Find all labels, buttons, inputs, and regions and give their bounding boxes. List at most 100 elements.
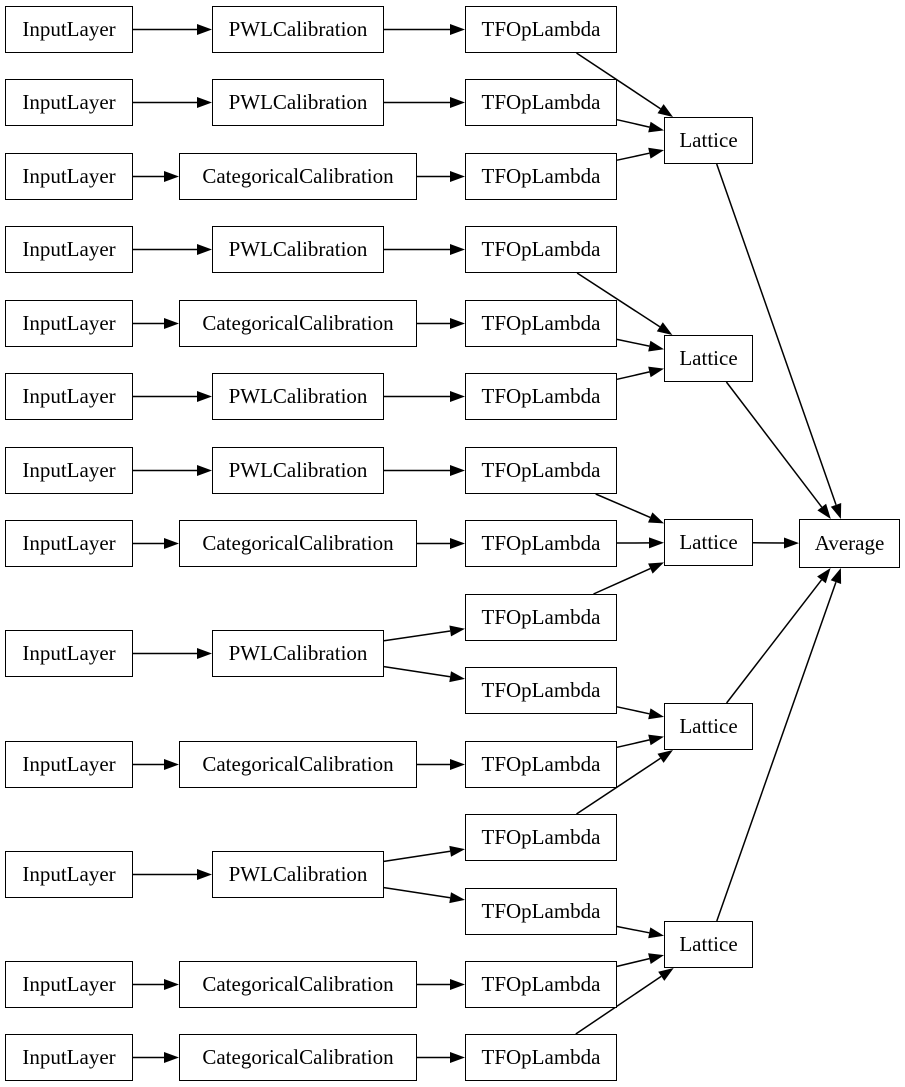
edge-arrowhead-pwl-calibration-r6-to-tf-op-lambda-6 (450, 391, 465, 402)
edge-arrowhead-input-layer-2-to-pwl-calibration-r2 (197, 97, 212, 108)
edge-arrowhead-tf-op-lambda-13-to-lattice-5 (648, 927, 664, 939)
edge-arrowhead-tf-op-lambda-5-to-lattice-2 (648, 340, 664, 352)
node-tf-op-lambda-7: TFOpLambda (465, 447, 617, 494)
node-categorical-calibration-r3: CategoricalCalibration (179, 153, 417, 200)
node-input-layer-2: InputLayer (5, 79, 133, 126)
edge-arrowhead-pwl-calibration-r2-to-tf-op-lambda-2 (450, 97, 465, 108)
node-pwl-calibration-r4: PWLCalibration (212, 226, 384, 273)
edge-arrowhead-input-layer-10-to-categorical-calibration-r10 (164, 759, 179, 770)
edge-line-pwl-calibration-r11-to-tf-op-lambda-12 (383, 850, 451, 863)
edge-arrowhead-tf-op-lambda-1-to-lattice-1 (657, 104, 673, 117)
node-input-layer-1: InputLayer (5, 6, 133, 53)
node-lattice-2: Lattice (664, 335, 753, 382)
node-tf-op-lambda-4: TFOpLambda (465, 226, 617, 273)
edge-arrowhead-tf-op-lambda-15-to-lattice-5 (658, 968, 674, 981)
edge-arrowhead-tf-op-lambda-12-to-lattice-4 (657, 750, 673, 763)
node-tf-op-lambda-15: TFOpLambda (465, 1034, 617, 1081)
node-input-layer-9: InputLayer (5, 630, 133, 677)
node-tf-op-lambda-3: TFOpLambda (465, 153, 617, 200)
edge-arrowhead-tf-op-lambda-7-to-lattice-3 (648, 512, 664, 524)
node-input-layer-10: InputLayer (5, 741, 133, 788)
node-tf-op-lambda-11: TFOpLambda (465, 741, 617, 788)
edge-line-lattice-5-to-average (716, 581, 837, 922)
edge-line-lattice-2-to-average (725, 381, 823, 508)
edge-arrowhead-tf-op-lambda-10-to-lattice-4 (648, 708, 664, 720)
edge-arrowhead-pwl-calibration-r11-to-tf-op-lambda-13 (449, 892, 465, 904)
node-pwl-calibration-r7: PWLCalibration (212, 447, 384, 494)
edge-arrowhead-pwl-calibration-r9-to-tf-op-lambda-10 (449, 671, 465, 683)
edge-arrowhead-categorical-calibration-r12-to-tf-op-lambda-14 (450, 979, 465, 990)
node-tf-op-lambda-13: TFOpLambda (465, 888, 617, 935)
edge-arrowhead-tf-op-lambda-4-to-lattice-2 (656, 322, 673, 335)
edge-line-tf-op-lambda-5-to-lattice-2 (616, 338, 650, 347)
node-tf-op-lambda-2: TFOpLambda (465, 79, 617, 126)
edge-arrowhead-input-layer-8-to-categorical-calibration-r8 (164, 538, 179, 549)
node-lattice-5: Lattice (664, 921, 753, 968)
node-pwl-calibration-r9: PWLCalibration (212, 630, 384, 677)
edge-arrowhead-pwl-calibration-r1-to-tf-op-lambda-1 (450, 24, 465, 35)
node-input-layer-4: InputLayer (5, 226, 133, 273)
edge-arrowhead-tf-op-lambda-9-to-lattice-3 (648, 562, 664, 574)
edge-arrowhead-lattice-2-to-average (817, 503, 831, 519)
edge-line-pwl-calibration-r11-to-tf-op-lambda-13 (383, 886, 451, 899)
node-categorical-calibration-r10: CategoricalCalibration (179, 741, 417, 788)
edge-arrowhead-input-layer-5-to-categorical-calibration-r5 (164, 318, 179, 329)
edge-arrowhead-input-layer-11-to-pwl-calibration-r11 (197, 869, 212, 880)
edge-arrowhead-pwl-calibration-r7-to-tf-op-lambda-7 (450, 465, 465, 476)
node-average: Average (799, 519, 900, 568)
node-input-layer-13: InputLayer (5, 1034, 133, 1081)
edge-arrowhead-tf-op-lambda-14-to-lattice-5 (648, 953, 664, 964)
edge-arrowhead-input-layer-3-to-categorical-calibration-r3 (164, 171, 179, 182)
node-tf-op-lambda-6: TFOpLambda (465, 373, 617, 420)
edge-line-tf-op-lambda-14-to-lattice-5 (616, 957, 650, 968)
edge-arrowhead-tf-op-lambda-6-to-lattice-2 (648, 366, 664, 378)
node-lattice-3: Lattice (664, 519, 753, 566)
node-tf-op-lambda-12: TFOpLambda (465, 814, 617, 861)
edge-arrowhead-input-layer-1-to-pwl-calibration-r1 (197, 24, 212, 35)
node-pwl-calibration-r11: PWLCalibration (212, 851, 384, 898)
edge-line-tf-op-lambda-2-to-lattice-1 (616, 118, 650, 128)
edge-line-tf-op-lambda-3-to-lattice-1 (616, 152, 650, 161)
node-input-layer-5: InputLayer (5, 300, 133, 347)
edge-arrowhead-tf-op-lambda-3-to-lattice-1 (648, 147, 664, 159)
edge-arrowhead-lattice-1-to-average (830, 503, 842, 519)
node-tf-op-lambda-5: TFOpLambda (465, 300, 617, 347)
edge-arrowhead-tf-op-lambda-11-to-lattice-4 (648, 734, 664, 746)
edge-arrowhead-input-layer-4-to-pwl-calibration-r4 (197, 244, 212, 255)
node-tf-op-lambda-10: TFOpLambda (465, 667, 617, 714)
edge-line-tf-op-lambda-7-to-lattice-3 (595, 493, 651, 519)
node-pwl-calibration-r1: PWLCalibration (212, 6, 384, 53)
edge-line-pwl-calibration-r9-to-tf-op-lambda-10 (383, 665, 451, 678)
node-tf-op-lambda-1: TFOpLambda (465, 6, 617, 53)
edge-arrowhead-pwl-calibration-r11-to-tf-op-lambda-12 (449, 845, 465, 857)
node-input-layer-6: InputLayer (5, 373, 133, 420)
edge-line-tf-op-lambda-4-to-lattice-2 (576, 272, 661, 328)
edge-arrowhead-lattice-5-to-average (830, 568, 842, 584)
edge-arrowhead-tf-op-lambda-2-to-lattice-1 (648, 121, 664, 133)
node-input-layer-11: InputLayer (5, 851, 133, 898)
edge-arrowhead-input-layer-12-to-categorical-calibration-r12 (164, 979, 179, 990)
edge-arrowhead-categorical-calibration-r13-to-tf-op-lambda-15 (450, 1052, 465, 1063)
edge-line-tf-op-lambda-10-to-lattice-4 (616, 706, 650, 715)
edge-line-tf-op-lambda-11-to-lattice-4 (616, 739, 650, 749)
edge-arrowhead-categorical-calibration-r3-to-tf-op-lambda-3 (450, 171, 465, 182)
node-tf-op-lambda-9: TFOpLambda (465, 594, 617, 641)
edge-arrowhead-categorical-calibration-r5-to-tf-op-lambda-5 (450, 318, 465, 329)
node-pwl-calibration-r2: PWLCalibration (212, 79, 384, 126)
node-categorical-calibration-r13: CategoricalCalibration (179, 1034, 417, 1081)
edge-arrowhead-lattice-3-to-average (784, 537, 799, 549)
edge-arrowhead-categorical-calibration-r8-to-tf-op-lambda-8 (450, 538, 465, 549)
node-lattice-1: Lattice (664, 117, 753, 164)
edge-arrowhead-categorical-calibration-r10-to-tf-op-lambda-11 (450, 759, 465, 770)
node-pwl-calibration-r6: PWLCalibration (212, 373, 384, 420)
edge-line-tf-op-lambda-9-to-lattice-3 (593, 567, 651, 595)
node-input-layer-12: InputLayer (5, 961, 133, 1008)
edge-line-tf-op-lambda-13-to-lattice-5 (616, 925, 650, 934)
edge-line-tf-op-lambda-15-to-lattice-5 (575, 975, 662, 1035)
edge-line-tf-op-lambda-6-to-lattice-2 (616, 371, 650, 381)
edge-arrowhead-pwl-calibration-r9-to-tf-op-lambda-9 (449, 625, 465, 637)
edge-arrowhead-input-layer-7-to-pwl-calibration-r7 (197, 465, 212, 476)
node-tf-op-lambda-8: TFOpLambda (465, 520, 617, 567)
node-tf-op-lambda-14: TFOpLambda (465, 961, 617, 1008)
